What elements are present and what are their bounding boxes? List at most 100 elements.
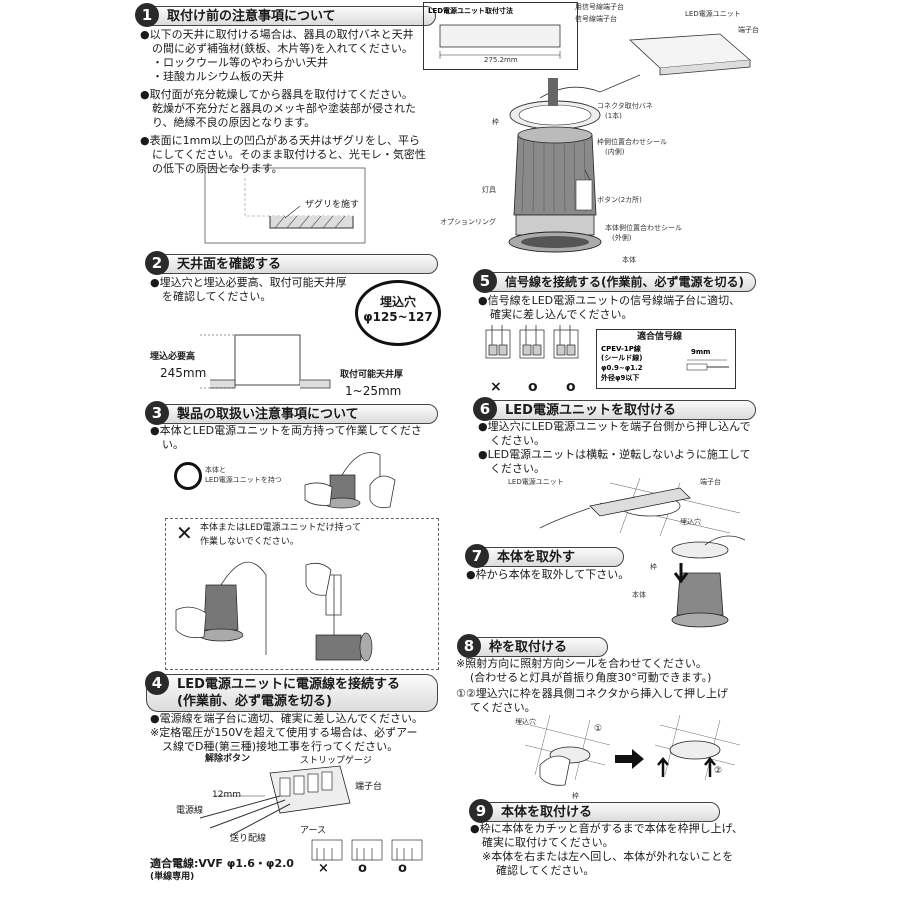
section-8-header: 8 枠を取付ける [457,634,608,658]
part-label: (外側) [612,234,632,242]
s6-line: ●埋込穴にLED電源ユニットを端子台側から押し込んで [478,420,751,433]
ng-line: 本体またはLED電源ユニットだけ持って [200,523,362,533]
s8-line: ①②埋込穴に枠を器具側コネクタから挿入して押し上げ [456,687,728,700]
section-title: 天井面を確認する [177,257,282,272]
release-button-label: 解除ボタン [205,754,251,764]
step-number: 6 [473,397,497,421]
mark-ng: × [318,861,329,876]
part-label: LED電源ユニット [685,10,741,18]
frame-install-diagram [524,714,741,786]
section-title: LED電源ユニットに電源線を接続する [177,677,400,692]
body-label: 本体 [632,591,646,599]
hole-size: φ125~127 [363,310,433,324]
wire-strip-icon [686,359,729,371]
ng-line: 作業しないでください。 [200,537,299,547]
section-3-header: 3 製品の取扱い注意事項について [145,401,438,425]
led-unit-insert-diagram [539,477,741,537]
dimension-title: LED電源ユニット取付寸法 [428,7,514,15]
section-2-header: 2 天井面を確認する [145,251,438,275]
s1-line: にしてください。そのまま取付けると、光モレ・気密性 [152,148,426,161]
frame-label: 枠 [572,792,579,800]
section-9-header: 9 本体を取付ける [469,799,720,823]
mark-ok: o [398,861,407,876]
s9-line: ●枠に本体をカチッと音がするまで本体を枠押し上げ、 [470,822,743,835]
s1-line: ●以下の天井に取付ける場合は、器具の取付バネと天井 [140,28,414,41]
height-value: 245mm [160,366,207,380]
frame-label: 枠 [650,563,657,571]
s1-line: の間に必ず補強材(鉄板、木片等)を入れてください。 [152,42,413,55]
hole-size-circle: 埋込穴 φ125~127 [355,280,441,346]
strip-length: 12mm [212,790,241,800]
dimension-width: 275.2mm [484,56,518,64]
zaguri-diagram [204,167,366,244]
strip-gauge-label: ストリップゲージ [300,756,372,766]
section-1-header: 1 取付け前の注意事項について [135,3,436,27]
spec-title: 適合信号線 [637,332,683,342]
section-4-header: 4 LED電源ユニットに電源線を接続する (作業前、必ず電源を切る) [145,671,438,712]
earth-label: アース [300,826,327,836]
part-label: 本体側位置合わせシール [605,224,682,232]
section-title: 取付け前の注意事項について [167,9,336,24]
part-label: 端子台 [738,26,759,34]
section-title: 枠を取付ける [489,640,568,655]
s2-line: ●埋込穴と埋込必要高、取付可能天井厚 [150,276,347,289]
ok-circle-icon [174,462,202,490]
s5-line: ●信号線をLED電源ユニットの信号線端子台に適切、 [478,294,741,307]
strip-length: 9mm [691,348,711,356]
step-number: 1 [135,3,159,27]
s9-line: 確実に取付けてください。 [482,836,614,849]
section-title: 本体を取外す [497,550,576,565]
section-7-header: 7 本体を取外す [465,544,624,568]
s4-line: ※定格電圧が150Vを超えて使用する場合は、必ずアー [150,726,418,739]
section-title: 信号線を接続する(作業前、必ず電源を切る) [505,275,744,289]
part-label: 枠側位置合わせシール [597,138,667,146]
wire-spec-note: (単線専用) [150,872,195,882]
terminal-label: 端子台 [355,782,383,792]
ok-note: 本体と [205,466,226,474]
s4-line: ス線でD種(第三種)接地工事を行ってください。 [162,740,399,753]
thickness-label: 取付可能天井厚 [340,370,404,380]
step-number: 9 [469,799,493,823]
remove-body-diagram [671,535,746,628]
section-title: LED電源ユニットを取付ける [505,403,676,418]
thickness-value: 1~25mm [345,384,402,398]
part-label: コネクタ取付バネ [597,102,653,110]
hole-label: 埋込穴 [680,518,701,526]
section-subtitle: (作業前、必ず電源を切る) [177,694,332,709]
s1-line: ●表面に1mm以上の凹凸がある天井はザグリをし、平ら [140,134,421,147]
s7-line: ●枠から本体を取外して下さい。 [466,568,630,581]
section-5-header: 5 信号線を接続する(作業前、必ず電源を切る) [473,269,756,293]
step-number: 2 [145,251,169,275]
s6-line: ●LED電源ユニットは横転・逆転しないように施工して [478,448,751,461]
section-6-header: 6 LED電源ユニットを取付ける [473,397,756,421]
ng-warning-box: ✕ 本体またはLED電源ユニットだけ持って 作業しないでください。 [165,518,439,670]
s8-line: ※照射方向に照射方向シールを合わせてください。 [456,657,707,670]
step-number: 4 [145,671,169,695]
terminal-label: 端子台 [700,478,721,486]
mark-ng: × [490,379,502,395]
zaguri-label: ザグリを施す [305,200,360,210]
feed-wire-label: 送り配線 [230,834,267,844]
terminal-block-diagram [199,765,351,837]
spec-line: CPEV-1P線 [601,345,641,353]
step-number: 3 [145,401,169,425]
s6-line: ください。 [490,434,545,447]
ok-note: LED電源ユニットを持つ [205,476,282,484]
hands-holding-diagram [304,452,396,509]
wire-spec: 適合電線:VVF φ1.6・φ2.0 [150,857,294,870]
s2-line: を確認してください。 [162,290,272,303]
s1-line: ・ロックウール等のやわらかい天井 [152,56,328,69]
hole-label: 埋込穴 [515,718,536,726]
spec-line: φ0.9~φ1.2 [601,364,643,372]
ng-cross-icon: ✕ [176,521,193,545]
step-number: 7 [465,544,489,568]
spec-line: (シールド線) [601,354,643,362]
part-label: 本体 [622,256,636,264]
s1-line: ●取付面が充分乾燥してから器具を取付けてください。 [140,88,413,101]
terminal-ok-ng-diagram [311,839,423,861]
signal-terminal-diagram [485,325,579,359]
mark-ok: o [566,379,576,395]
s3-line: ●本体とLED電源ユニットを両方持って作業してくださ [150,424,422,437]
step-circle-1: ① [594,724,603,734]
s9-line: 確認してください。 [496,864,595,877]
